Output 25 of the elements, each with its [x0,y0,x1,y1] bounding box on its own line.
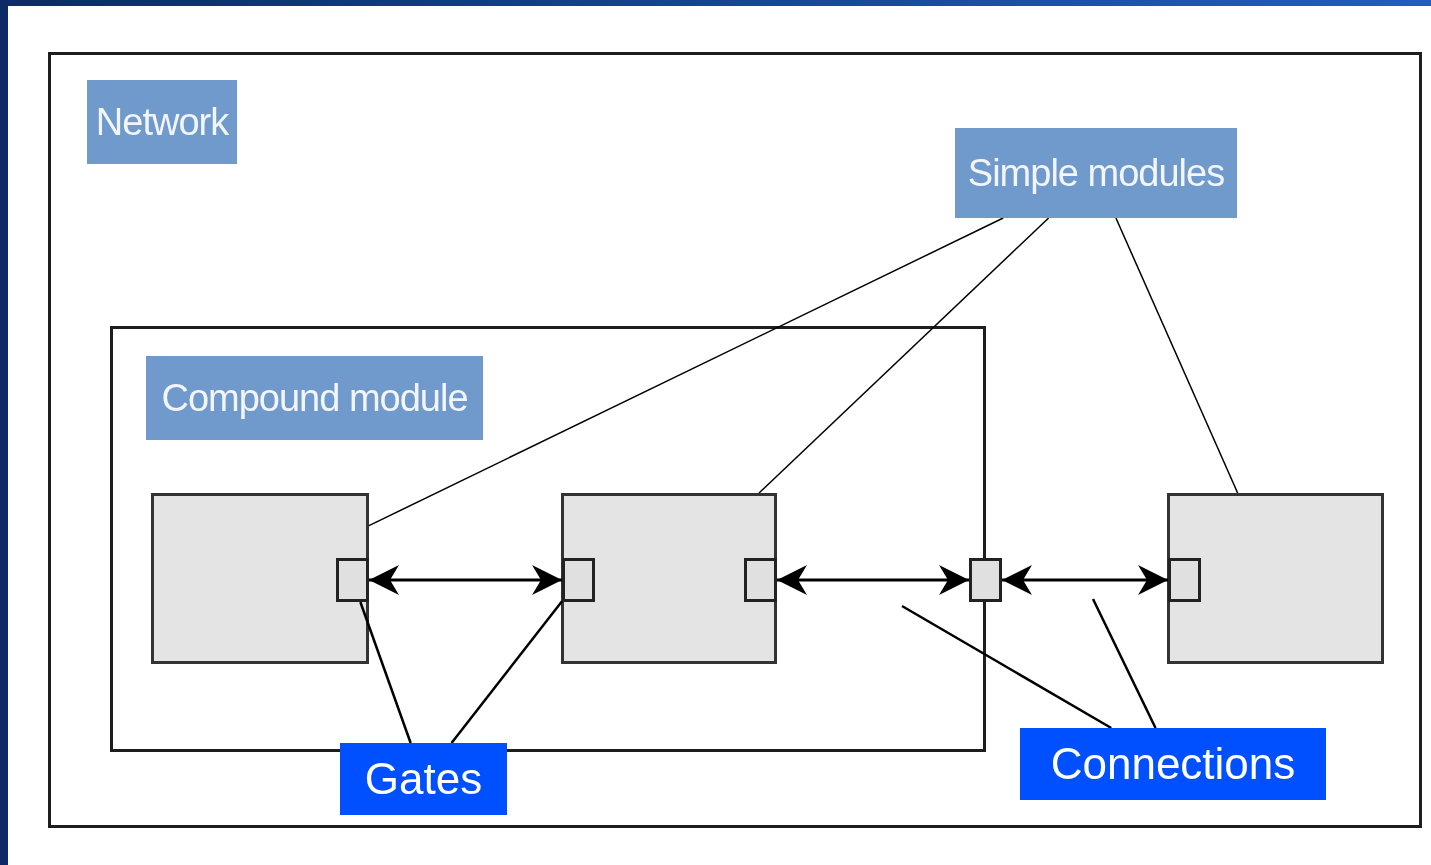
leader-line [368,217,1004,527]
connection-arrow [1002,565,1168,595]
network-frame [48,52,1422,828]
leader-line [359,601,412,744]
title-tag: Network [87,80,237,164]
simple-module-box [1167,493,1384,664]
leader-line [901,604,1112,730]
simple-module-box [151,493,369,664]
leader-line [450,600,563,744]
gate-box [562,558,595,602]
compound-module-frame [110,326,986,752]
gate-box [336,558,369,602]
label-tag: Simple modules [955,128,1237,218]
title-tag: Compound module [146,356,483,440]
connection-arrow [369,565,562,595]
leader-line [758,217,1050,494]
gate-box [744,558,777,602]
leader-line [1091,598,1157,729]
simple-module-box [561,493,777,664]
label-tag: Gates [340,743,507,815]
label-tag: Connections [1020,728,1326,800]
gate-box [969,558,1002,602]
leader-line [1115,217,1239,494]
connection-arrow [777,565,969,595]
gate-box [1168,558,1201,602]
